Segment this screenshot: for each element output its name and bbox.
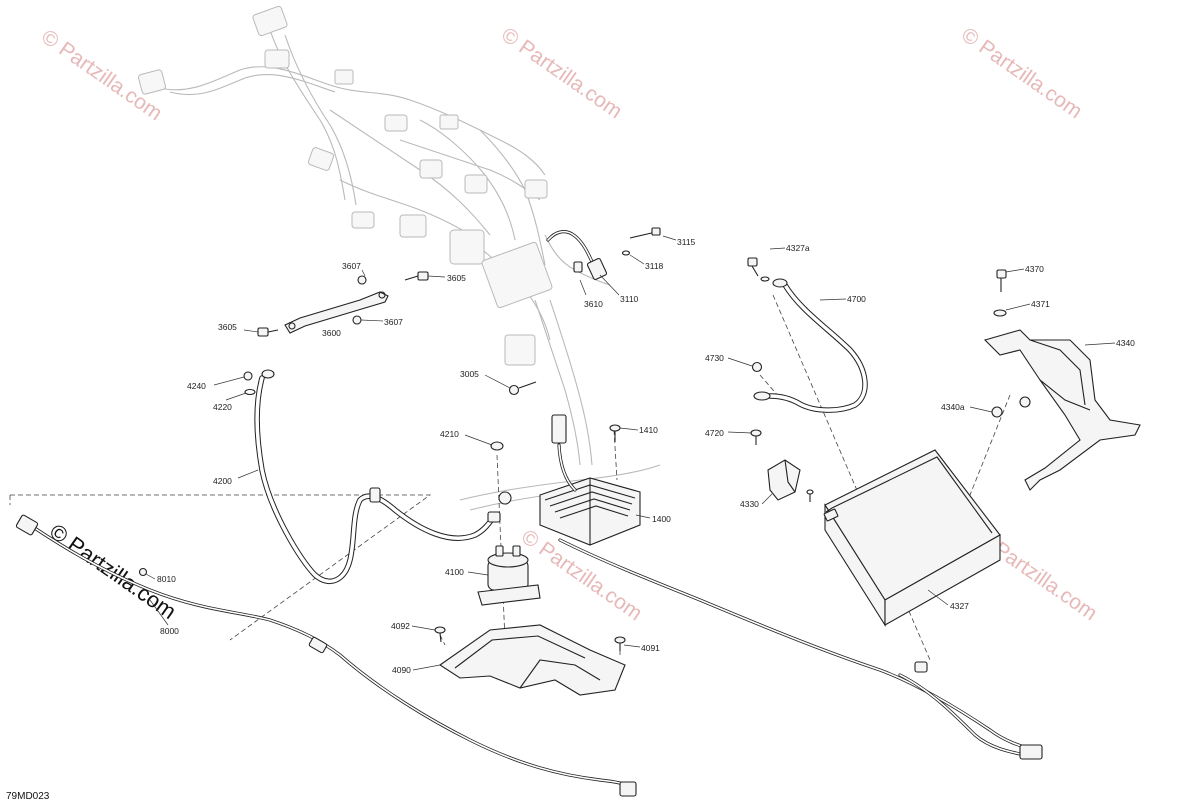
bolt-4327a (747, 257, 770, 282)
nut-3607-upper (357, 275, 367, 285)
label-4220: 4220 (213, 402, 232, 412)
label-4730: 4730 (705, 353, 724, 363)
label-3607-lower: 3607 (384, 317, 403, 327)
part-labels: 3115 3118 3110 3610 3607 3605 3605 3600 … (157, 237, 1135, 675)
label-3605-lower: 3605 (218, 322, 237, 332)
bolt-3605-lower (257, 327, 279, 337)
label-3005: 3005 (460, 369, 479, 379)
label-4700: 4700 (847, 294, 866, 304)
label-4091: 4091 (641, 643, 660, 653)
label-4330: 4330 (740, 499, 759, 509)
label-3118: 3118 (645, 261, 664, 271)
label-4327: 4327 (950, 601, 969, 611)
bolt-4720 (750, 429, 762, 445)
watermark-top-right: © Partzilla.com (957, 23, 1086, 123)
label-3110: 3110 (620, 294, 639, 304)
main-harness-to-battery (558, 538, 1043, 760)
label-1410: 1410 (639, 425, 658, 435)
label-4340: 4340 (1116, 338, 1135, 348)
label-4090: 4090 (392, 665, 411, 675)
battery-4327 (767, 449, 1001, 627)
washer-4220 (244, 388, 256, 396)
starter-solenoid-4100 (477, 441, 541, 606)
leader-lines (145, 235, 1116, 671)
label-3115: 3115 (677, 237, 696, 247)
label-4100: 4100 (445, 567, 464, 577)
watermark-bold-left: © Partzilla.com (45, 519, 181, 625)
label-3607-upper: 3607 (342, 261, 361, 271)
bolt-3605-upper (404, 271, 429, 281)
label-4370: 4370 (1025, 264, 1044, 274)
harness-8000 (15, 514, 637, 797)
screw-4091 (614, 636, 626, 651)
nut-3607-lower (352, 315, 362, 325)
washer-3118 (621, 250, 631, 256)
wiring-harness-background (137, 5, 661, 511)
label-3605-upper: 3605 (447, 273, 466, 283)
nut-4240 (243, 371, 253, 381)
nut-4730 (751, 361, 763, 373)
label-8000: 8000 (160, 626, 179, 636)
label-4200: 4200 (213, 476, 232, 486)
label-3600: 3600 (322, 328, 341, 338)
label-4371: 4371 (1031, 299, 1050, 309)
label-4340a: 4340a (941, 402, 965, 412)
drawing-code: 79MD023 (6, 791, 50, 802)
label-4092: 4092 (391, 621, 410, 631)
bolt-4370 (996, 269, 1007, 292)
nut-4340a (991, 406, 1003, 418)
label-4240: 4240 (187, 381, 206, 391)
label-4327a: 4327a (786, 243, 810, 253)
label-4720: 4720 (705, 428, 724, 438)
screw-1410 (609, 424, 621, 442)
ground-strap-assembly-3600 (257, 271, 429, 337)
label-8010: 8010 (157, 574, 176, 584)
sensor-wire-3610 (546, 227, 661, 281)
washer-4371 (993, 309, 1007, 317)
label-1400: 1400 (652, 514, 671, 524)
watermark-top-center: © Partzilla.com (497, 23, 626, 123)
screw-4092 (434, 626, 446, 643)
battery-bracket-4340 (983, 269, 1141, 491)
bracket-4090 (434, 624, 626, 696)
nut-8010 (138, 567, 148, 577)
label-3610: 3610 (584, 299, 603, 309)
terminal-cover-4330 (767, 459, 801, 501)
battery-cable-4700 (747, 257, 868, 445)
bolt-3005 (508, 381, 537, 396)
nut-4210 (490, 441, 504, 451)
bolt-3115 (629, 227, 661, 239)
battery-cable-4200 (243, 369, 501, 584)
voltage-regulator-1400 (539, 414, 641, 546)
label-4210: 4210 (440, 429, 459, 439)
